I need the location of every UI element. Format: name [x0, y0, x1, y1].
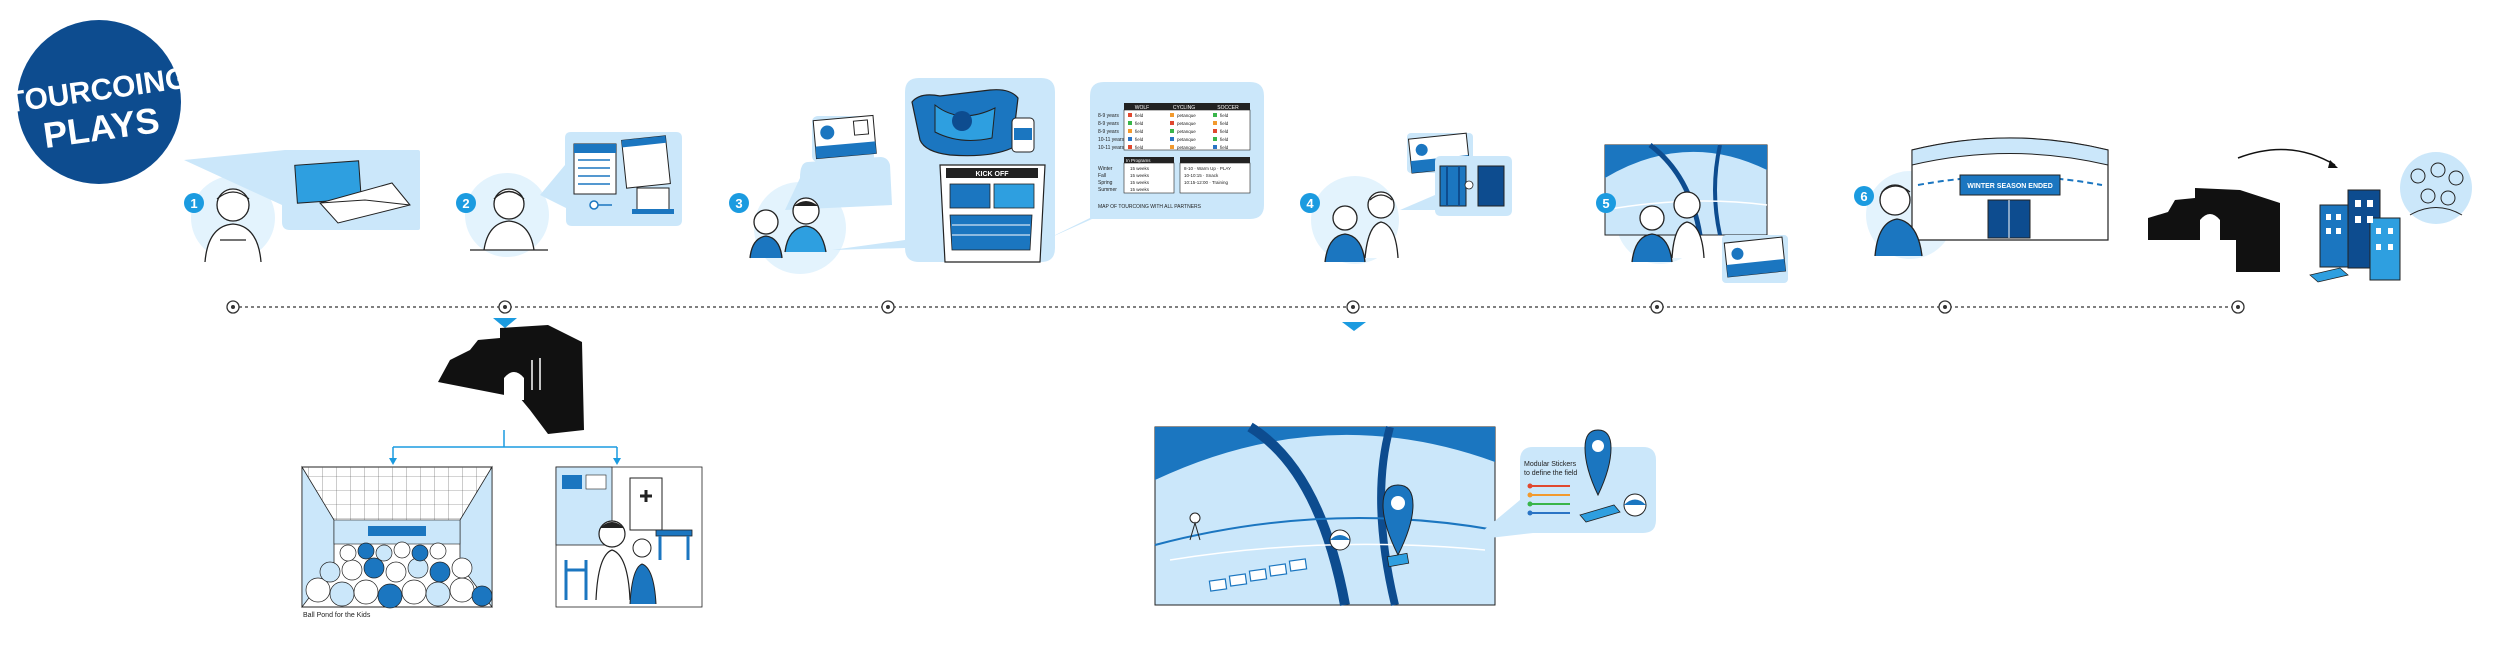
timeline [226, 300, 2245, 331]
step-4-number: 4 [1306, 196, 1314, 211]
age-row-4: 10-11 years [1098, 137, 1125, 143]
step-6-number: 6 [1860, 189, 1867, 204]
schedule-col-2: CYCLING [1173, 105, 1195, 111]
age-row-5: 10-11 years [1098, 145, 1125, 151]
ball-pond-illustration [301, 465, 493, 609]
step-4-badge [1300, 193, 1320, 213]
step-3-number: 3 [735, 196, 742, 211]
ball-pond-caption: Ball Pond for the Kids [303, 612, 371, 619]
step-6-scene: WINTER SEASON ENDED 6 [1854, 137, 2109, 259]
season-banner-text: WINTER SEASON ENDED [1967, 183, 2053, 190]
age-row-2: 8-9 years [1098, 121, 1119, 127]
sticker-legend [1527, 483, 1570, 516]
schedule-cell: field [1135, 129, 1144, 134]
timeline-node [498, 300, 512, 314]
step-1-number: 1 [190, 196, 197, 211]
step-5-number: 5 [1602, 196, 1609, 211]
stickers-subtitle: to define the field [1524, 470, 1577, 477]
season-row-3: Spring [1098, 180, 1113, 186]
time-cell: 10:15-12:00 · Training [1184, 180, 1229, 185]
tourcoing-plays-logo: TOURCOING PLAYS [5, 20, 190, 184]
schedule-cell: field [1220, 137, 1229, 142]
step-2-scene: 2 [456, 132, 682, 257]
map-pin-marker [1382, 484, 1414, 568]
time-cell: 8-10 · Warm Up · PLAY [1184, 166, 1231, 171]
step-2-badge [456, 193, 476, 213]
season-row-2: Fall [1098, 173, 1106, 179]
new-city-buildings-icon [2309, 189, 2401, 283]
schedule-cell: petanque [1177, 121, 1196, 126]
schedule-table: WOLF CYCLING SOCCER 8-9 years 8-9 years … [1098, 103, 1251, 210]
season-row-4: Summer [1098, 187, 1117, 193]
timeline-node [1346, 300, 1360, 314]
dome-field-thumbnail [1604, 143, 1768, 236]
schedule-footer: MAP OF TOURCOING WITH ALL PARTNERS [1098, 204, 1202, 210]
week-cell: 15 weeks [1130, 187, 1150, 192]
step-5-scene: 5 [1596, 143, 1788, 283]
timeline-node [1938, 300, 1952, 314]
timeline-node [881, 300, 895, 314]
schedule-col-3: SOCCER [1217, 105, 1239, 111]
schedule-cell: field [1135, 137, 1144, 142]
week-cell: 15 weeks [1130, 180, 1150, 185]
expand-marker-right[interactable] [1342, 322, 1366, 331]
schedule-cell: petanque [1177, 145, 1196, 150]
crowd-bubble [2400, 152, 2472, 224]
step-1-badge [184, 193, 204, 213]
step-3-scene: KICK OFF WOLF CYCLING SOCCER 8-9 years 8… [729, 78, 1264, 274]
step-6-badge [1854, 186, 1874, 206]
step-2-number: 2 [462, 196, 469, 211]
schedule-cell: petanque [1177, 113, 1196, 118]
hopscotch-stickers [1208, 558, 1308, 592]
step-3-badge [729, 193, 749, 213]
schedule-cell: field [1135, 113, 1144, 118]
season-row-1: Winter [1098, 166, 1113, 172]
programs-header: In Programs [1126, 158, 1151, 163]
dome-field-detail: Modular Stickers to define the field [1154, 422, 1656, 606]
schedule-cell: field [1220, 129, 1229, 134]
timeline-node [226, 300, 240, 314]
final-transformation [2148, 148, 2472, 283]
ball-pond-breakdown: Ball Pond for the Kids [301, 325, 703, 619]
schedule-cell: field [1220, 145, 1229, 150]
stickers-callout [1472, 447, 1656, 540]
time-cell: 10-10:15 · Snack [1184, 173, 1219, 178]
schedule-cell: petanque [1177, 129, 1196, 134]
stadium-banner-illustration: WINTER SEASON ENDED [1911, 137, 2109, 241]
timeline-node [1650, 300, 1664, 314]
poster-header: KICK OFF [975, 171, 1009, 178]
week-cell: 15 weeks [1130, 166, 1150, 171]
week-cell: 15 weeks [1130, 173, 1150, 178]
expand-marker-left[interactable] [493, 318, 517, 328]
schedule-cell: field [1220, 121, 1229, 126]
nursery-room-illustration [555, 466, 703, 608]
timeline-node [2231, 300, 2245, 314]
stickers-title: Modular Stickers [1524, 461, 1577, 468]
schedule-cell: petanque [1177, 137, 1196, 142]
schedule-cell: field [1220, 113, 1229, 118]
sticker-pin-icon [1579, 429, 1621, 523]
schedule-cell: field [1135, 121, 1144, 126]
age-row-3: 8-9 years [1098, 129, 1119, 135]
step-4-scene: 4 [1300, 132, 1512, 264]
step-5-badge [1596, 193, 1616, 213]
schedule-col-1: WOLF [1135, 105, 1149, 111]
age-row-1: 8-9 years [1098, 113, 1119, 119]
schedule-cell: field [1135, 145, 1144, 150]
step-1-scene: 1 [184, 150, 420, 263]
